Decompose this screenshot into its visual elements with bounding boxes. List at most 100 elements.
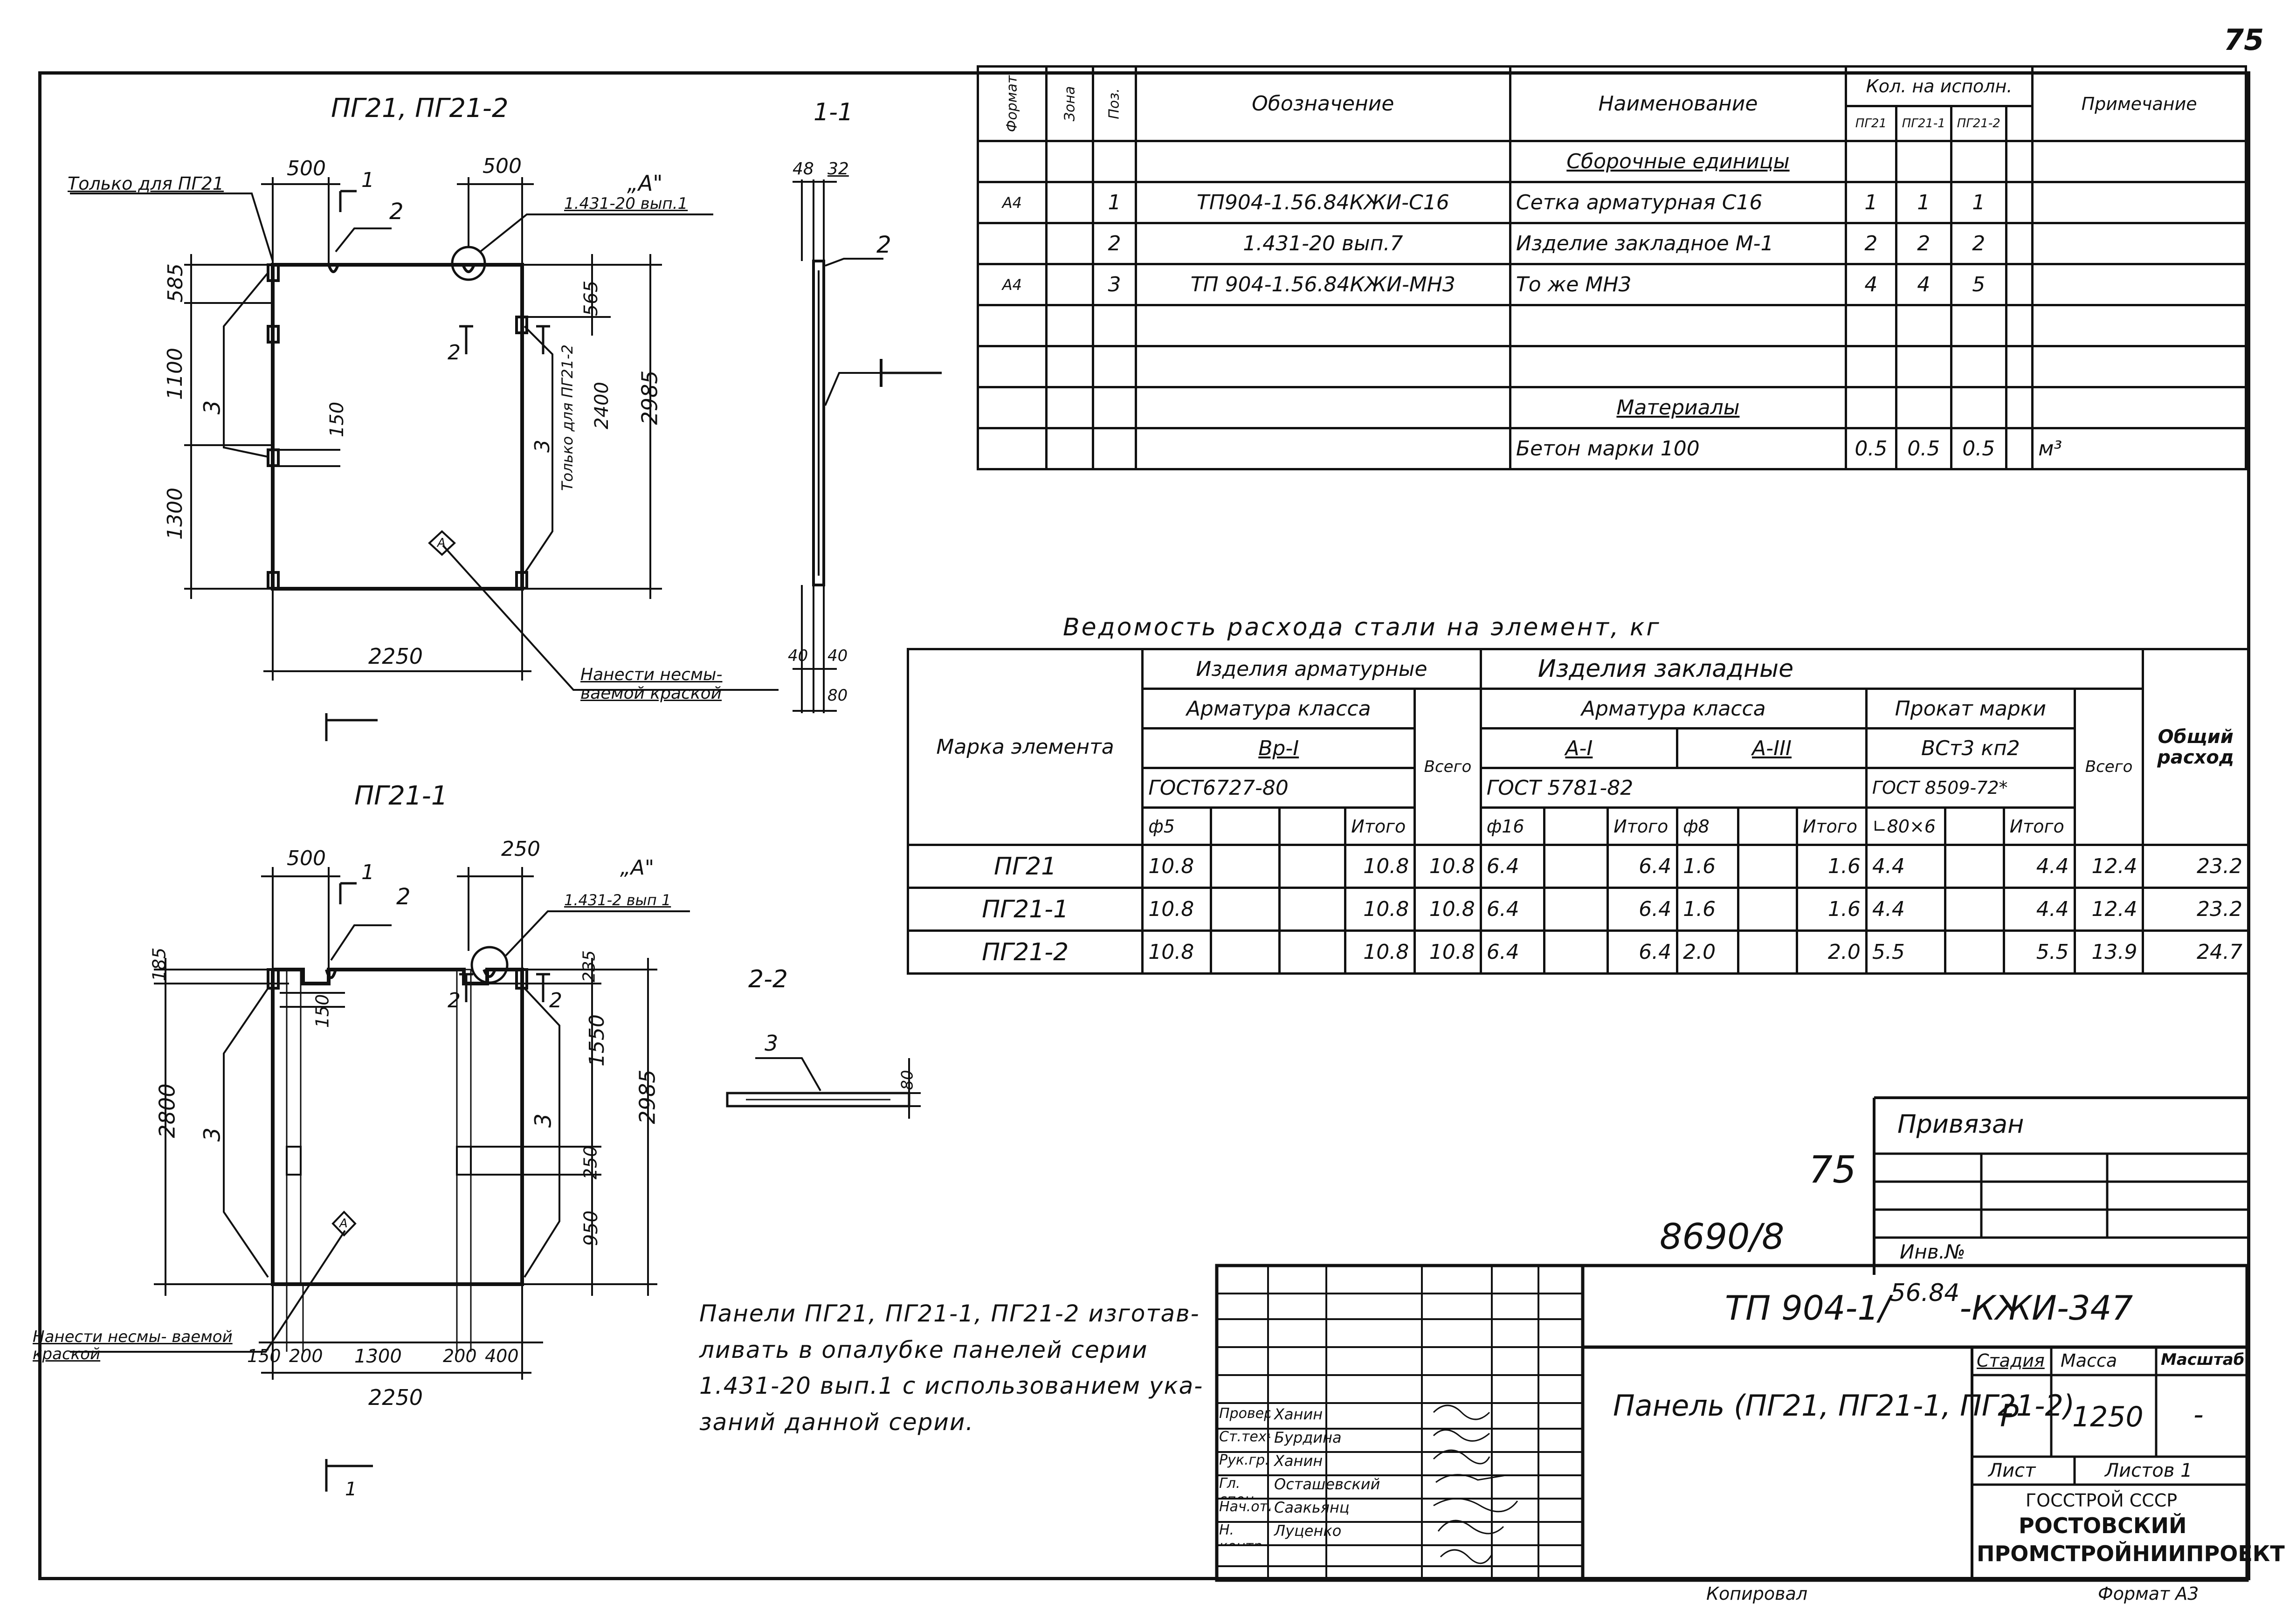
section-title-2-2: 2-2	[748, 965, 788, 993]
spec-cell-q3: 2	[1950, 222, 2007, 265]
steel-h-a1: А-I	[1479, 727, 1679, 769]
cut-label-1-bottom: 1	[345, 1479, 357, 1500]
spec-cell-zone	[1045, 345, 1095, 388]
signature-row: Н. контр.Луценко	[1219, 1522, 1367, 1545]
steel-subheader-cell: Итого	[2002, 806, 2076, 846]
hdr-format: Формат	[1004, 75, 1020, 132]
note-line: Панели ПГ21, ПГ21-1, ПГ21-2 изготав-	[699, 1300, 1200, 1327]
org-line-2: РОСТОВСКИЙ	[2019, 1513, 2187, 1538]
steel-subheader-cell: Итого	[1795, 806, 1868, 846]
spec-cell-extra	[2005, 427, 2034, 470]
hdr-zone: Зона	[1062, 86, 1078, 122]
drawing-code-tail: -КЖИ-347	[1959, 1288, 2133, 1328]
dim-585: 585	[163, 263, 187, 303]
steel-h-gost5781: ГОСТ 5781-82	[1479, 767, 1868, 809]
dim-b200a: 200	[289, 1346, 323, 1366]
spec-cell-note	[2031, 386, 2247, 429]
signature-row: Нач.отд.Саакьянц	[1219, 1499, 1367, 1522]
spec-cell-q2: 4	[1895, 263, 1952, 306]
spec-cell-q1: 0.5	[1844, 427, 1897, 470]
spec-cell-zone	[1045, 140, 1095, 183]
steel-value: 2.0	[1676, 929, 1740, 975]
spec-cell-note	[2031, 222, 2247, 265]
steel-subheader-cell: Итого	[1607, 806, 1679, 846]
dim-500-right: 500	[483, 154, 522, 178]
steel-value	[1944, 887, 2005, 932]
view-title-bottom: ПГ21-1	[354, 781, 448, 811]
dim-1550: 1550	[585, 1014, 609, 1067]
spec-cell-q3: 5	[1950, 263, 2007, 306]
panel-top-outline	[271, 263, 524, 591]
spec-row	[977, 345, 2247, 388]
steel-value	[1944, 929, 2005, 975]
steel-value: 24.7	[2142, 929, 2249, 975]
signature-role: Н. контр.	[1219, 1522, 1267, 1545]
sheet-label: Лист	[1988, 1460, 2036, 1481]
number-75: 75	[1809, 1148, 1856, 1191]
detail-a-ref-bottom: 1.431-2 вып 1	[564, 891, 671, 909]
signature-role: Ст.техник	[1219, 1429, 1270, 1445]
spec-cell-pos: 3	[1092, 263, 1137, 306]
dim-48: 48	[793, 159, 814, 179]
dim-32: 32	[827, 159, 849, 179]
steel-subheader-cell	[1543, 806, 1609, 846]
cut-label-2-top: 2	[448, 341, 461, 365]
drawing-name: Панель (ПГ21, ПГ21-1, ПГ21-2)	[1613, 1389, 2075, 1423]
hdr-qty-pg21-2: ПГ21-2	[1950, 105, 2007, 142]
spec-cell-q2	[1895, 345, 1952, 388]
spec-cell-name: Изделие закладное М-1	[1509, 222, 1847, 265]
steel-value: 10.8	[1344, 844, 1416, 889]
spec-cell-q3	[1950, 386, 2007, 429]
detail-a-label-bottom: „А"	[620, 856, 655, 880]
note-line: ливать в опалубке панелей серии	[699, 1336, 1148, 1363]
spec-cell-pos	[1092, 345, 1137, 388]
org-line-1: ГОССТРОЙ СССР	[2026, 1490, 2178, 1511]
pos-label-3-left-bottom: 3	[199, 1127, 226, 1142]
callout-only-pg21-2: Только для ПГ21-2	[558, 344, 577, 491]
spec-cell-zone	[1045, 181, 1095, 224]
signatures-list: ПроверилХанинСт.техникБурдинаРук.гр.Хани…	[1219, 1405, 1380, 1545]
steel-value	[1737, 844, 1798, 889]
spec-cell-q1	[1844, 386, 1897, 429]
detail-a-label: „А"	[627, 171, 663, 196]
steel-table-title: Ведомость расхода стали на элемент, кг	[1063, 613, 1661, 641]
inv-no-label: Инв.№	[1900, 1240, 1965, 1263]
spec-cell-q3	[1950, 140, 2007, 183]
spec-cell-pos	[1092, 140, 1137, 183]
callout-apply-paint-top: Нанести несмы- ваемой краской	[580, 665, 723, 703]
spec-row: Сборочные единицы	[977, 140, 2247, 183]
steel-subheader-cell: Итого	[1344, 806, 1416, 846]
steel-subheader-cell	[1944, 806, 2005, 846]
dim-b150: 150	[247, 1346, 281, 1366]
steel-value: 23.2	[2142, 887, 2249, 932]
steel-value	[1944, 844, 2005, 889]
steel-subheader-cell	[1278, 806, 1347, 846]
signature-role: Проверил	[1219, 1405, 1270, 1422]
steel-value	[1543, 929, 1609, 975]
dim-250-side: 250	[580, 1145, 601, 1180]
dim-2250-top: 2250	[368, 644, 423, 669]
signature-role: Гл. спец.	[1219, 1475, 1259, 1499]
spec-cell-designation: 1.431-20 вып.7	[1134, 222, 1511, 265]
detail-a-ref: 1.431-20 вып.1	[564, 194, 688, 213]
steel-h-vst3: ВСт3 кп2	[1865, 727, 2076, 769]
steel-value: 4.4	[1865, 844, 1946, 889]
steel-value: 6.4	[1479, 844, 1545, 889]
signature-row: ПроверилХанин	[1219, 1405, 1367, 1429]
spec-cell-q3: 0.5	[1950, 427, 2007, 470]
spec-cell-format: А4	[977, 181, 1048, 224]
steel-value	[1278, 887, 1347, 932]
dim-b1300: 1300	[354, 1346, 402, 1367]
spec-cell-extra	[2005, 181, 2034, 224]
spec-cell-zone	[1045, 427, 1095, 470]
cut-label-2b: 2	[549, 989, 562, 1012]
steel-value: 10.8	[1413, 887, 1482, 932]
spec-cell-q3: 1	[1950, 181, 2007, 224]
pos-label-1: 1	[361, 168, 374, 192]
spec-cell-q2	[1895, 304, 1952, 347]
stage-label: Стадия	[1977, 1350, 2045, 1371]
spec-cell-q1: 1	[1844, 181, 1897, 224]
steel-value: 6.4	[1479, 887, 1545, 932]
dim-2985-top: 2985	[637, 370, 662, 425]
